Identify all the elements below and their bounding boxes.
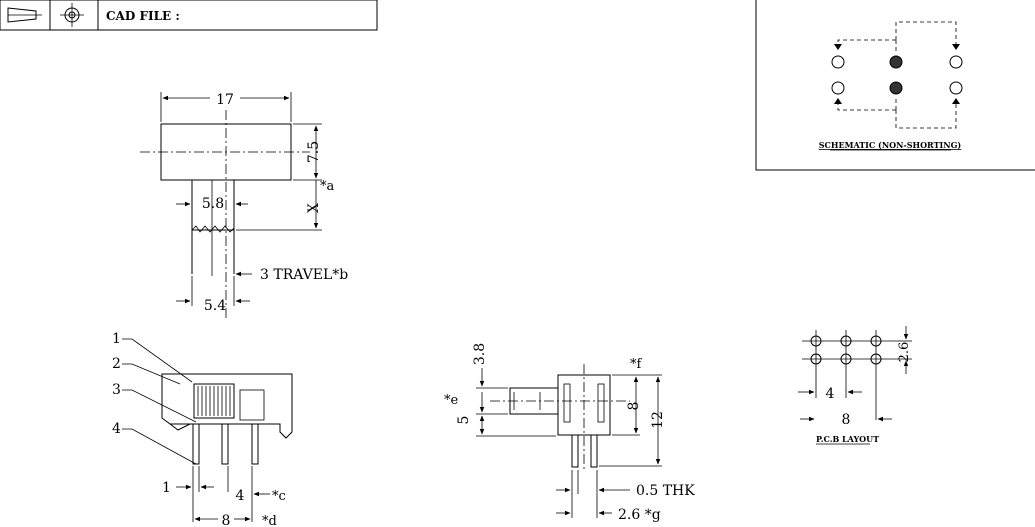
pin-left: [192, 423, 200, 465]
terminal-1: [831, 55, 845, 69]
dim-height-label: 7.5: [306, 141, 322, 163]
pcb-caption: P.C.B LAYOUT: [816, 434, 879, 444]
cad-file-label: CAD FILE :: [106, 9, 180, 23]
dim-travel-label: 3 TRAVEL*b: [260, 267, 348, 283]
callout-2: 2: [112, 356, 121, 372]
pin-center: [221, 423, 229, 465]
crosshair-target-icon: [60, 3, 84, 27]
actuator-outline: [193, 383, 235, 419]
title-block: CAD FILE :: [0, 0, 378, 31]
dim-pin-label: 1: [162, 480, 171, 496]
dim-width-label: 17: [216, 92, 234, 108]
note-f: *f: [630, 357, 643, 372]
terminal-6: [949, 81, 963, 95]
dim-pin-len-label: 2.6 *g: [618, 507, 661, 523]
dim-body-8-label: 8: [626, 402, 642, 411]
note-c: *c: [272, 489, 286, 504]
schematic-panel: SCHEMATIC (NON-SHORTING): [755, 0, 1035, 171]
dim-body-12-label: 12: [650, 411, 666, 429]
side-view-drawing: 3.8 *e 5 *f 8 12 0.5 THK 2.6 *g: [444, 343, 695, 523]
terminal-3: [949, 55, 963, 69]
note-a: *a: [320, 179, 335, 194]
note-e: *e: [444, 393, 459, 408]
dim-knob-h-label: 3.8: [472, 343, 488, 365]
dim-pitch-label: 4: [236, 488, 245, 504]
callout-1: 1: [112, 331, 121, 347]
dim-knob-len-label: 5: [456, 416, 472, 425]
pcb-dim-pitch-label: 4: [826, 386, 835, 402]
dim-base-label: 5.4: [204, 298, 226, 314]
top-view-drawing: 17 7.5 5.8 X *a 3 TRAVEL*b 5.4: [140, 92, 348, 320]
terminal-common-top: [889, 55, 903, 69]
schematic-caption: SCHEMATIC (NON-SHORTING): [819, 140, 962, 150]
note-d: *d: [262, 514, 277, 527]
terminal-4: [831, 81, 845, 95]
pin-right: [251, 423, 259, 465]
title-block-frame: [0, 0, 378, 31]
terminal-common-bottom: [889, 81, 903, 95]
pcb-holes: [802, 330, 912, 420]
callout-4: 4: [112, 421, 121, 437]
slide-knob-outline: [191, 179, 235, 231]
pcb-dim-span-label: 8: [842, 412, 851, 428]
callout-3: 3: [112, 382, 121, 398]
dim-x-label: X: [306, 203, 322, 213]
dim-knob-width-label: 5.8: [202, 196, 224, 212]
projection-symbol-icon: [7, 7, 42, 23]
pcb-dim-row-label: 2.6: [897, 342, 912, 363]
dim-span-label: 8: [222, 513, 231, 527]
pcb-layout-drawing: 2.6 4 8 P.C.B LAYOUT: [798, 326, 912, 445]
dim-thk-label: 0.5 THK: [636, 483, 695, 499]
parts-view-drawing: 1 2 3 4 1 4 *c 8 *d: [112, 331, 293, 527]
